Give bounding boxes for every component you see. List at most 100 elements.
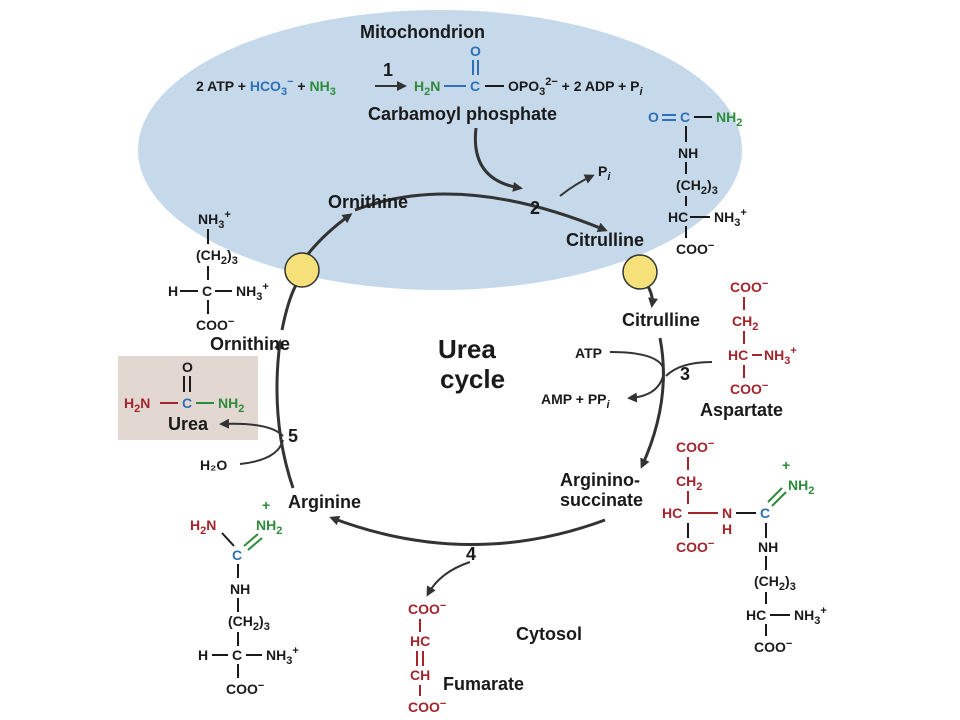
citrulline-structure: O C NH2 NH (CH2)3 HC NH3+ COO−: [648, 109, 747, 257]
ornithine-label-mito: Ornithine: [328, 192, 408, 212]
svg-text:H2N: H2N: [124, 395, 150, 415]
svg-text:NH3+: NH3+: [794, 605, 827, 627]
pi-product-label: Pi: [598, 163, 611, 183]
arginine-label: Arginine: [288, 492, 361, 512]
svg-text:C: C: [680, 109, 690, 125]
svg-text:NH2: NH2: [788, 477, 814, 497]
carbamoyl-o: O: [470, 43, 481, 59]
svg-text:O: O: [648, 109, 659, 125]
cycle-arc-step5: [274, 339, 295, 489]
svg-text:NH2: NH2: [256, 517, 282, 537]
ornithine-label-cytosol: Ornithine: [210, 334, 290, 354]
svg-text:CH2: CH2: [676, 473, 702, 493]
mitochondrion-label: Mitochondrion: [360, 22, 485, 42]
svg-text:HC: HC: [662, 505, 682, 521]
svg-text:C: C: [760, 505, 770, 521]
aspartate-label: Aspartate: [700, 400, 783, 420]
argininosuccinate-label-1: Arginino-: [560, 470, 640, 490]
svg-text:O: O: [182, 359, 193, 375]
svg-text:+: +: [782, 457, 790, 473]
svg-text:COO−: COO−: [196, 316, 234, 333]
svg-text:COO−: COO−: [226, 680, 264, 697]
water-label: H₂O: [200, 457, 227, 473]
step5-number: 5: [288, 426, 298, 446]
step1-number: 1: [383, 60, 393, 80]
svg-text:NH3+: NH3+: [764, 345, 797, 367]
svg-text:CH2: CH2: [732, 313, 758, 333]
svg-text:H: H: [168, 283, 178, 299]
cycle-arc-ornithine-to-citrulline: [354, 192, 608, 232]
cycle-arc-step4: [329, 515, 606, 546]
pi-release-arrow: [559, 174, 595, 197]
carbamoyl-h2n: H2N: [414, 78, 440, 98]
svg-text:NH3+: NH3+: [714, 207, 747, 229]
svg-text:NH2: NH2: [218, 395, 244, 415]
cycle-title-line1: Urea: [438, 334, 496, 364]
fumarate-label: Fumarate: [443, 674, 524, 694]
cycle-title-line2: cycle: [440, 364, 505, 394]
svg-text:C: C: [232, 547, 242, 563]
svg-text:COO−: COO−: [676, 538, 714, 555]
mitochondrion-region: [138, 10, 742, 290]
svg-text:COO−: COO−: [754, 638, 792, 655]
urea-structure: O H2N C NH2: [124, 359, 244, 415]
svg-text:COO−: COO−: [730, 380, 768, 397]
svg-text:NH: NH: [230, 581, 250, 597]
fumarate-out-arrow: [426, 561, 471, 597]
svg-text:COO−: COO−: [676, 240, 714, 257]
svg-text:(CH2)3: (CH2)3: [676, 177, 718, 197]
svg-text:(CH2)3: (CH2)3: [196, 247, 238, 267]
svg-text:HC: HC: [746, 607, 766, 623]
citrulline-label-cytosol: Citrulline: [622, 310, 700, 330]
svg-text:NH3+: NH3+: [266, 645, 299, 667]
urea-label: Urea: [168, 414, 209, 434]
svg-text:HC: HC: [410, 633, 430, 649]
amp-ppi-label: AMP + PPi: [541, 391, 611, 411]
svg-text:CH: CH: [410, 667, 430, 683]
svg-text:(CH2)3: (CH2)3: [754, 573, 796, 593]
svg-text:HC: HC: [728, 347, 748, 363]
reaction1-equation: 2 ATP + HCO3− + NH3: [196, 76, 336, 98]
svg-text:COO−: COO−: [730, 278, 768, 295]
cycle-arc-step3: [640, 337, 665, 469]
svg-text:(CH2)3: (CH2)3: [228, 613, 270, 633]
svg-text:COO−: COO−: [408, 600, 446, 617]
cytosol-label: Cytosol: [516, 624, 582, 644]
arginine-structure: H2N + NH2 C NH (CH2)3 H C NH3+ COO−: [190, 497, 299, 697]
svg-text:C: C: [202, 283, 212, 299]
cycle-arc-ornithine-to-transporter: [280, 284, 298, 331]
aspartate-structure: COO− CH2 HC NH3+ COO−: [728, 278, 797, 397]
fumarate-structure: COO− HC CH COO−: [408, 600, 446, 715]
step3-number: 3: [680, 364, 690, 384]
svg-text:N: N: [722, 505, 732, 521]
svg-text:H: H: [722, 521, 732, 537]
svg-text:+: +: [262, 497, 270, 513]
svg-text:NH: NH: [678, 145, 698, 161]
ornithine-transporter: [284, 252, 320, 288]
carbamoyl-opo3: OPO32− + 2 ADP + Pi: [508, 76, 644, 98]
amp-out-arrow: [627, 371, 665, 403]
svg-text:NH3+: NH3+: [236, 281, 269, 303]
svg-text:HC: HC: [668, 209, 688, 225]
svg-text:NH: NH: [758, 539, 778, 555]
citrulline-transporter: [622, 254, 658, 290]
carbamoyl-phosphate-name: Carbamoyl phosphate: [368, 104, 557, 124]
carbamoyl-feed-arrow: [473, 127, 523, 192]
urea-product-box: [118, 356, 258, 440]
svg-text:C: C: [182, 395, 192, 411]
svg-text:NH2: NH2: [716, 109, 742, 129]
svg-text:C: C: [232, 647, 242, 663]
carbamoyl-c: C: [470, 78, 480, 94]
aspartate-in-arrow: [665, 361, 713, 377]
water-in-arrow: [239, 439, 284, 465]
step2-number: 2: [530, 198, 540, 218]
argininosuccinate-label-2: succinate: [560, 490, 643, 510]
atp-label: ATP: [575, 345, 602, 361]
svg-text:H: H: [198, 647, 208, 663]
urea-out-arrow: [219, 418, 284, 437]
citrulline-label-mito: Citrulline: [566, 230, 644, 250]
svg-text:H2N: H2N: [190, 517, 216, 537]
step4-number: 4: [466, 544, 476, 564]
atp-in-arrow: [609, 351, 665, 371]
svg-text:COO−: COO−: [408, 698, 446, 715]
